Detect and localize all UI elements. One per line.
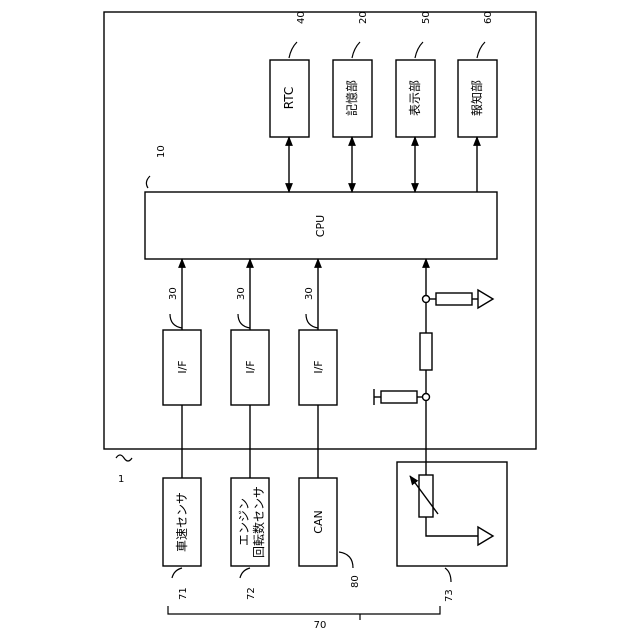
speed-sensor-ref: 71 [178,587,189,600]
rtc-ref: 40 [296,11,307,24]
memory-label: 記憶部 [344,80,359,116]
can-ref: 80 [350,575,361,588]
alert-label: 報知部 [469,80,484,116]
memory-ref: 20 [358,11,369,24]
interface-3-label: I/F [312,360,325,373]
variable-sensor-ref: 73 [444,589,455,602]
display-ref: 50 [421,11,432,24]
resistor-upper [436,293,472,305]
alert-ref: 60 [483,11,494,24]
interface-1-label: I/F [176,360,189,373]
can-label: CAN [312,510,325,533]
resistor-vertical [420,333,432,370]
interface-3-ref: 30 [304,287,315,300]
interface-1-ref: 30 [168,287,179,300]
device-ref-leader [116,455,132,461]
variable-resistor-sensor: 73 [397,462,507,602]
speed-sensor-label: 車速センサ [175,492,189,552]
rtc-label: RTC [282,87,296,109]
resistor-lower [381,391,417,403]
engine-sensor-ref: 72 [246,587,257,600]
engine-sensor-label-2: 回転数センサ [251,486,266,558]
variable-resistor-body [419,475,433,517]
engine-sensor-label-1: エンジン [237,498,251,546]
interface-2-label: I/F [244,360,257,373]
cpu-ref: 10 [156,145,167,158]
junction-upper [423,296,430,303]
device-ref: 1 [118,474,124,485]
group-ref: 70 [314,620,327,631]
junction-lower [423,394,430,401]
sensor-group-bracket: 70 [168,606,440,631]
display-label: 表示部 [407,80,422,116]
cpu-label: CPU [314,215,327,237]
interface-2-ref: 30 [236,287,247,300]
